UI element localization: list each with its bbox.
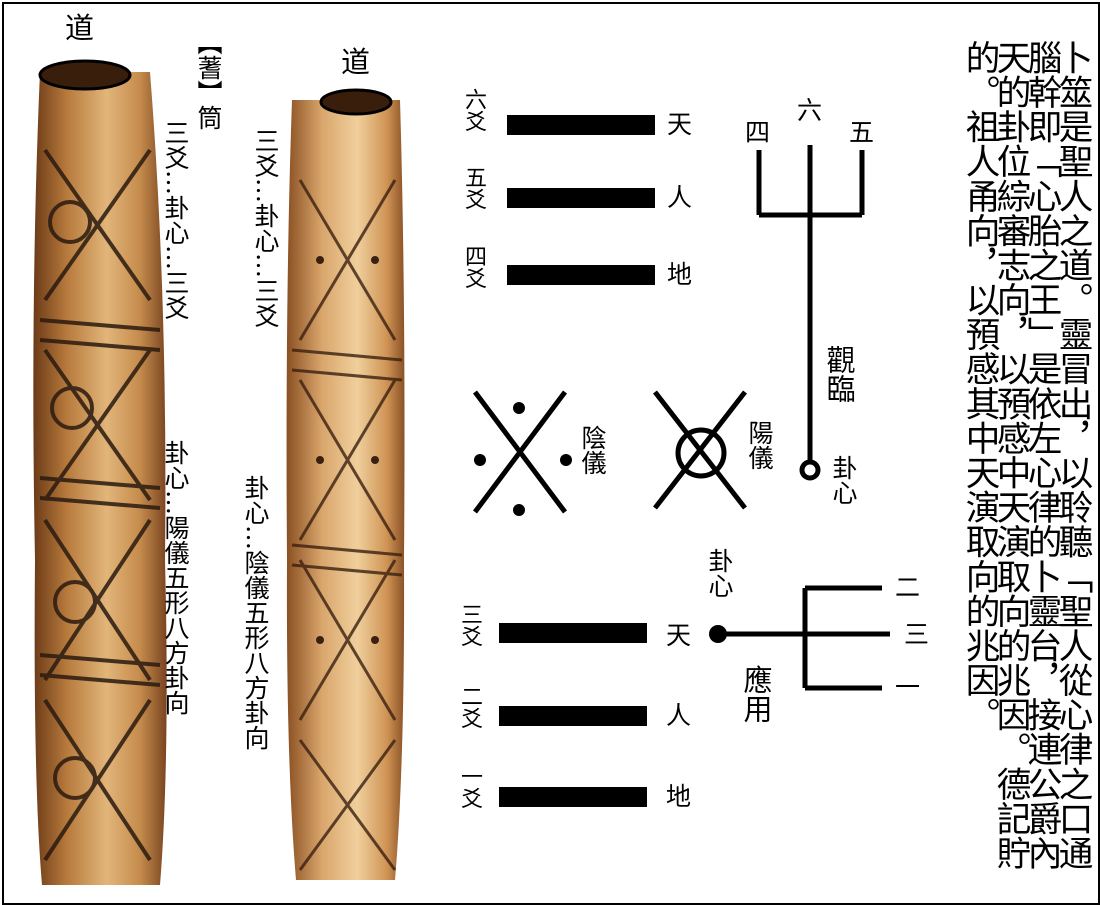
bottom-fork	[720, 585, 890, 691]
realm-label: 人	[666, 701, 692, 730]
bottom-fork-side-label: 應用	[739, 665, 773, 723]
yao-bar	[507, 188, 655, 208]
heading: 【蓍】筒	[194, 30, 223, 130]
fork-label: 二	[895, 573, 921, 602]
yang-symbol	[653, 390, 747, 510]
yao-bar	[499, 706, 647, 726]
realm-label: 人	[667, 183, 693, 212]
yao-bar	[499, 787, 647, 807]
fork-label: 四	[745, 118, 771, 147]
right-bone-tube	[286, 88, 405, 880]
yao-bar	[507, 115, 655, 135]
top-fork-side-label: 觀臨	[822, 345, 856, 403]
yao-bar	[507, 265, 655, 285]
realm-label: 天	[667, 110, 693, 139]
right-tube-note-top: 三爻…卦心…三爻	[251, 128, 280, 328]
yin-label: 陰儀	[578, 425, 607, 475]
yao-bar	[499, 623, 647, 643]
left-tube-top-label: 道	[65, 11, 95, 45]
realm-label: 地	[667, 260, 693, 289]
yao-label: 五爻	[461, 166, 486, 210]
fork-label: 六	[797, 96, 823, 125]
yao-label: 三爻	[457, 603, 482, 647]
right-tube-note-bottom: 卦心…陰儀五形八方卦向	[241, 475, 270, 750]
top-fork-node-label: 卦心	[829, 455, 858, 505]
yang-label: 陽儀	[745, 420, 774, 470]
yao-label: 四爻	[461, 245, 486, 289]
left-bone-tube	[33, 59, 167, 885]
yao-label: 一爻	[457, 765, 482, 809]
fork-label: 五	[849, 118, 875, 147]
bottom-fork-node-label: 卦心	[705, 548, 734, 598]
fork-label: 三	[904, 620, 930, 649]
realm-label: 地	[666, 782, 692, 811]
top-fork	[756, 145, 865, 481]
fork-label: 一	[895, 673, 921, 702]
right-tube-top-label: 道	[341, 45, 371, 79]
yin-symbol	[473, 390, 572, 516]
yao-label: 二爻	[457, 685, 482, 729]
left-tube-note-top: 三爻…卦心…三爻	[161, 120, 190, 320]
yao-label: 六爻	[461, 88, 486, 132]
poem-text: 卜筮是聖人之道。靈冒出，以聆聽「聖人從心律之口通腦幹即「心胎之王」是依左心律的卜…	[959, 40, 1092, 871]
left-tube-note-bottom: 卦心…陽儀五形八方卦向	[161, 440, 190, 715]
bottom-fork-node	[709, 625, 727, 643]
realm-label: 天	[666, 621, 692, 650]
